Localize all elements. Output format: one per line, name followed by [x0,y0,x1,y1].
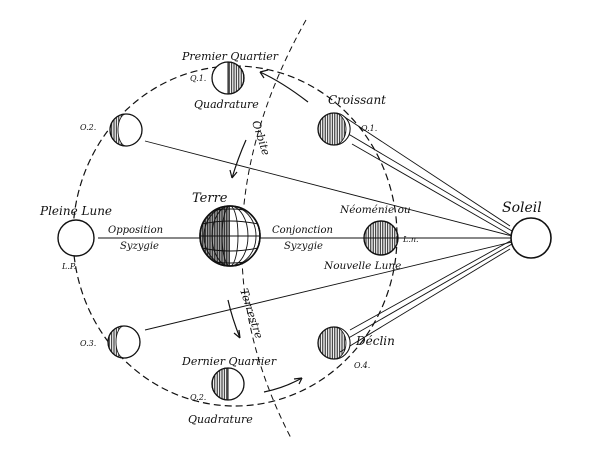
label-ln: L.n. [402,235,419,244]
sun [510,217,552,259]
label-terre: Terre [192,191,228,206]
moon-pleine-lune [57,219,95,257]
label-nouvelle-lune: Nouvelle Lune [323,260,401,272]
moon-declin [317,326,351,360]
moon-octant-3 [107,325,141,359]
moon-croissant [317,112,351,146]
label-soleil: Soleil [502,200,542,216]
label-pleine-lune: Pleine Lune [39,204,112,218]
label-dernier-quartier: Dernier Quartier [181,355,277,368]
label-quadrature-top: Quadrature [194,98,259,111]
label-lp: L.P. [61,262,76,271]
label-conjonction: Conjonction [272,225,333,236]
moon-octant-2 [109,113,143,147]
moon-nouvelle-lune [363,220,399,256]
label-syzygie-left: Syzygie [120,241,159,252]
label-declin: Déclin [355,334,395,348]
label-syzygie-right: Syzygie [284,241,323,252]
orbit-direction-arrows [227,69,309,393]
label-premier-quartier: Premier Quartier [181,50,279,63]
label-terrestre: Terrestre [237,287,266,341]
moon-dernier-quartier [211,367,245,401]
label-quadrature-bottom: Quadrature [188,413,253,426]
label-q1: Q.1. [190,74,206,83]
label-croissant: Croissant [328,93,386,107]
moon-premier-quartier [211,61,245,95]
label-q2: Q.2. [190,393,206,402]
label-o4: O.4. [354,361,370,370]
label-o2: O.2. [80,123,96,132]
earth-globe [199,205,261,267]
label-neomenie: Néoménie ou [339,204,411,216]
sun-rays [98,113,513,353]
label-o3: O.3. [80,339,96,348]
label-opposition: Opposition [108,225,163,236]
label-o1: O.1. [361,124,377,133]
